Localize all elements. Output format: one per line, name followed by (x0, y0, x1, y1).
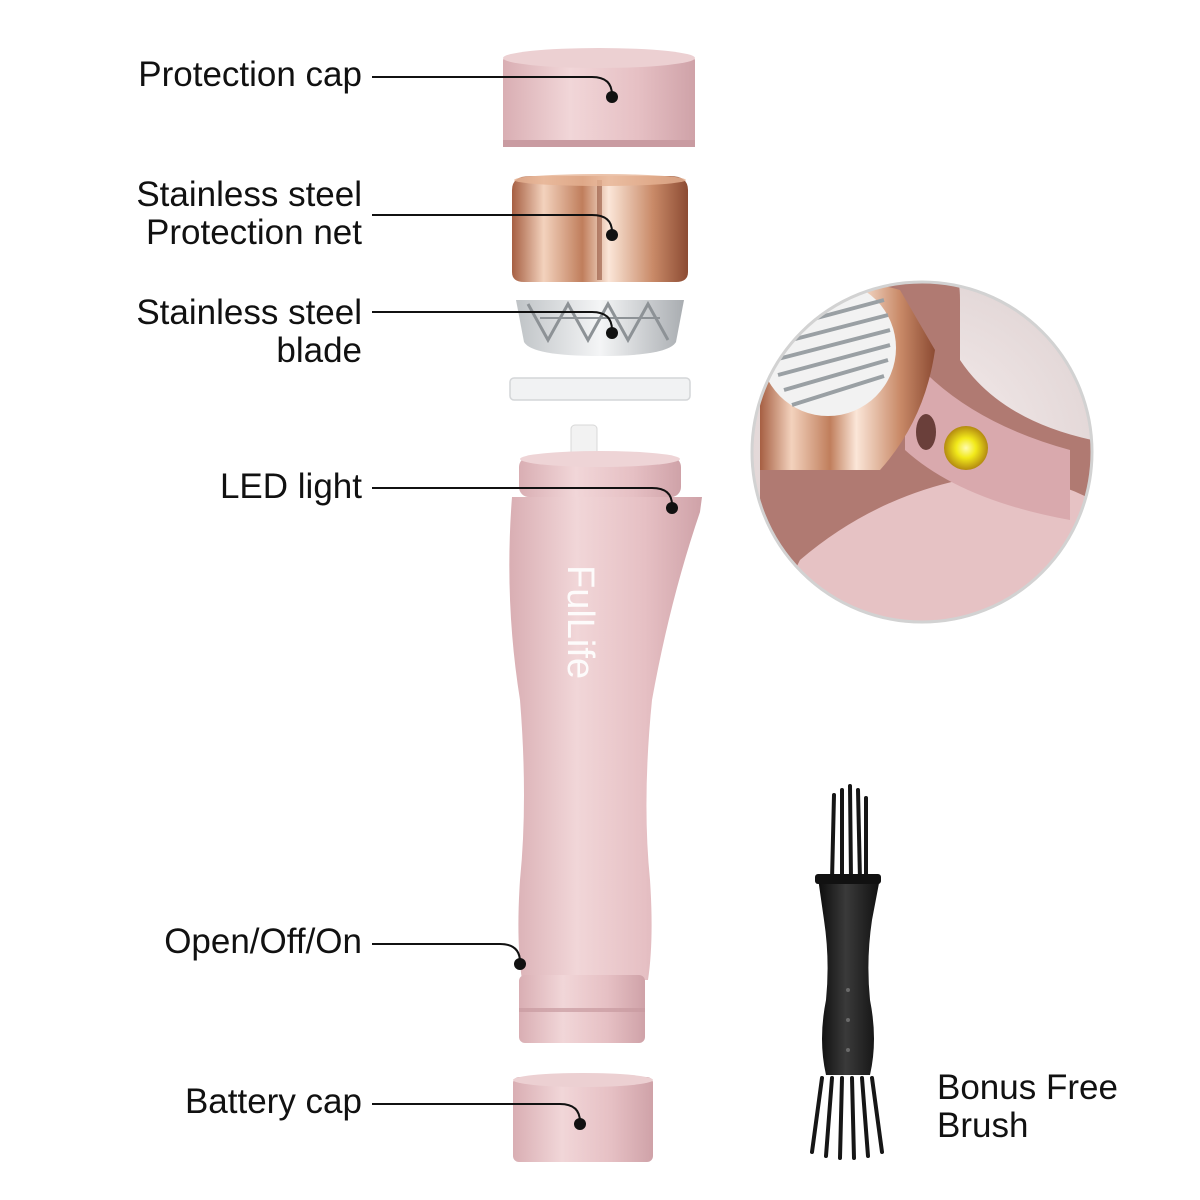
dot-led-light (666, 502, 678, 514)
leader-switch (372, 943, 521, 963)
label-battery-cap: Battery cap (184, 1082, 362, 1121)
label-led-light: LED light (219, 467, 362, 506)
label-blade: Stainless steel blade (136, 293, 362, 370)
label-protection-cap: Protection cap (138, 55, 362, 94)
label-switch: Open/Off/On (164, 922, 362, 961)
cleaning-brush (810, 784, 884, 1160)
led-light-glow (944, 426, 988, 470)
dot-blade (606, 327, 618, 339)
battery-cap-part (513, 1073, 653, 1162)
main-body-part: FulLife (509, 424, 702, 1043)
seal-ring-part (509, 377, 691, 401)
dot-protection-cap (606, 91, 618, 103)
leader-protection-net (372, 214, 613, 233)
leader-blade (372, 311, 613, 331)
dot-protection-net (606, 229, 618, 241)
label-bonus-brush: Bonus Free Brush (937, 1068, 1118, 1145)
led-zoom-detail (750, 280, 1094, 624)
dot-battery-cap (574, 1118, 586, 1130)
label-protection-net: Stainless steel Protection net (136, 175, 362, 252)
leader-led-light (372, 487, 673, 506)
dot-switch (514, 958, 526, 970)
protection-cap-part (503, 48, 695, 147)
protection-net-part (512, 174, 688, 282)
brand-logo: FulLife (559, 565, 601, 679)
blade-part (516, 300, 684, 356)
